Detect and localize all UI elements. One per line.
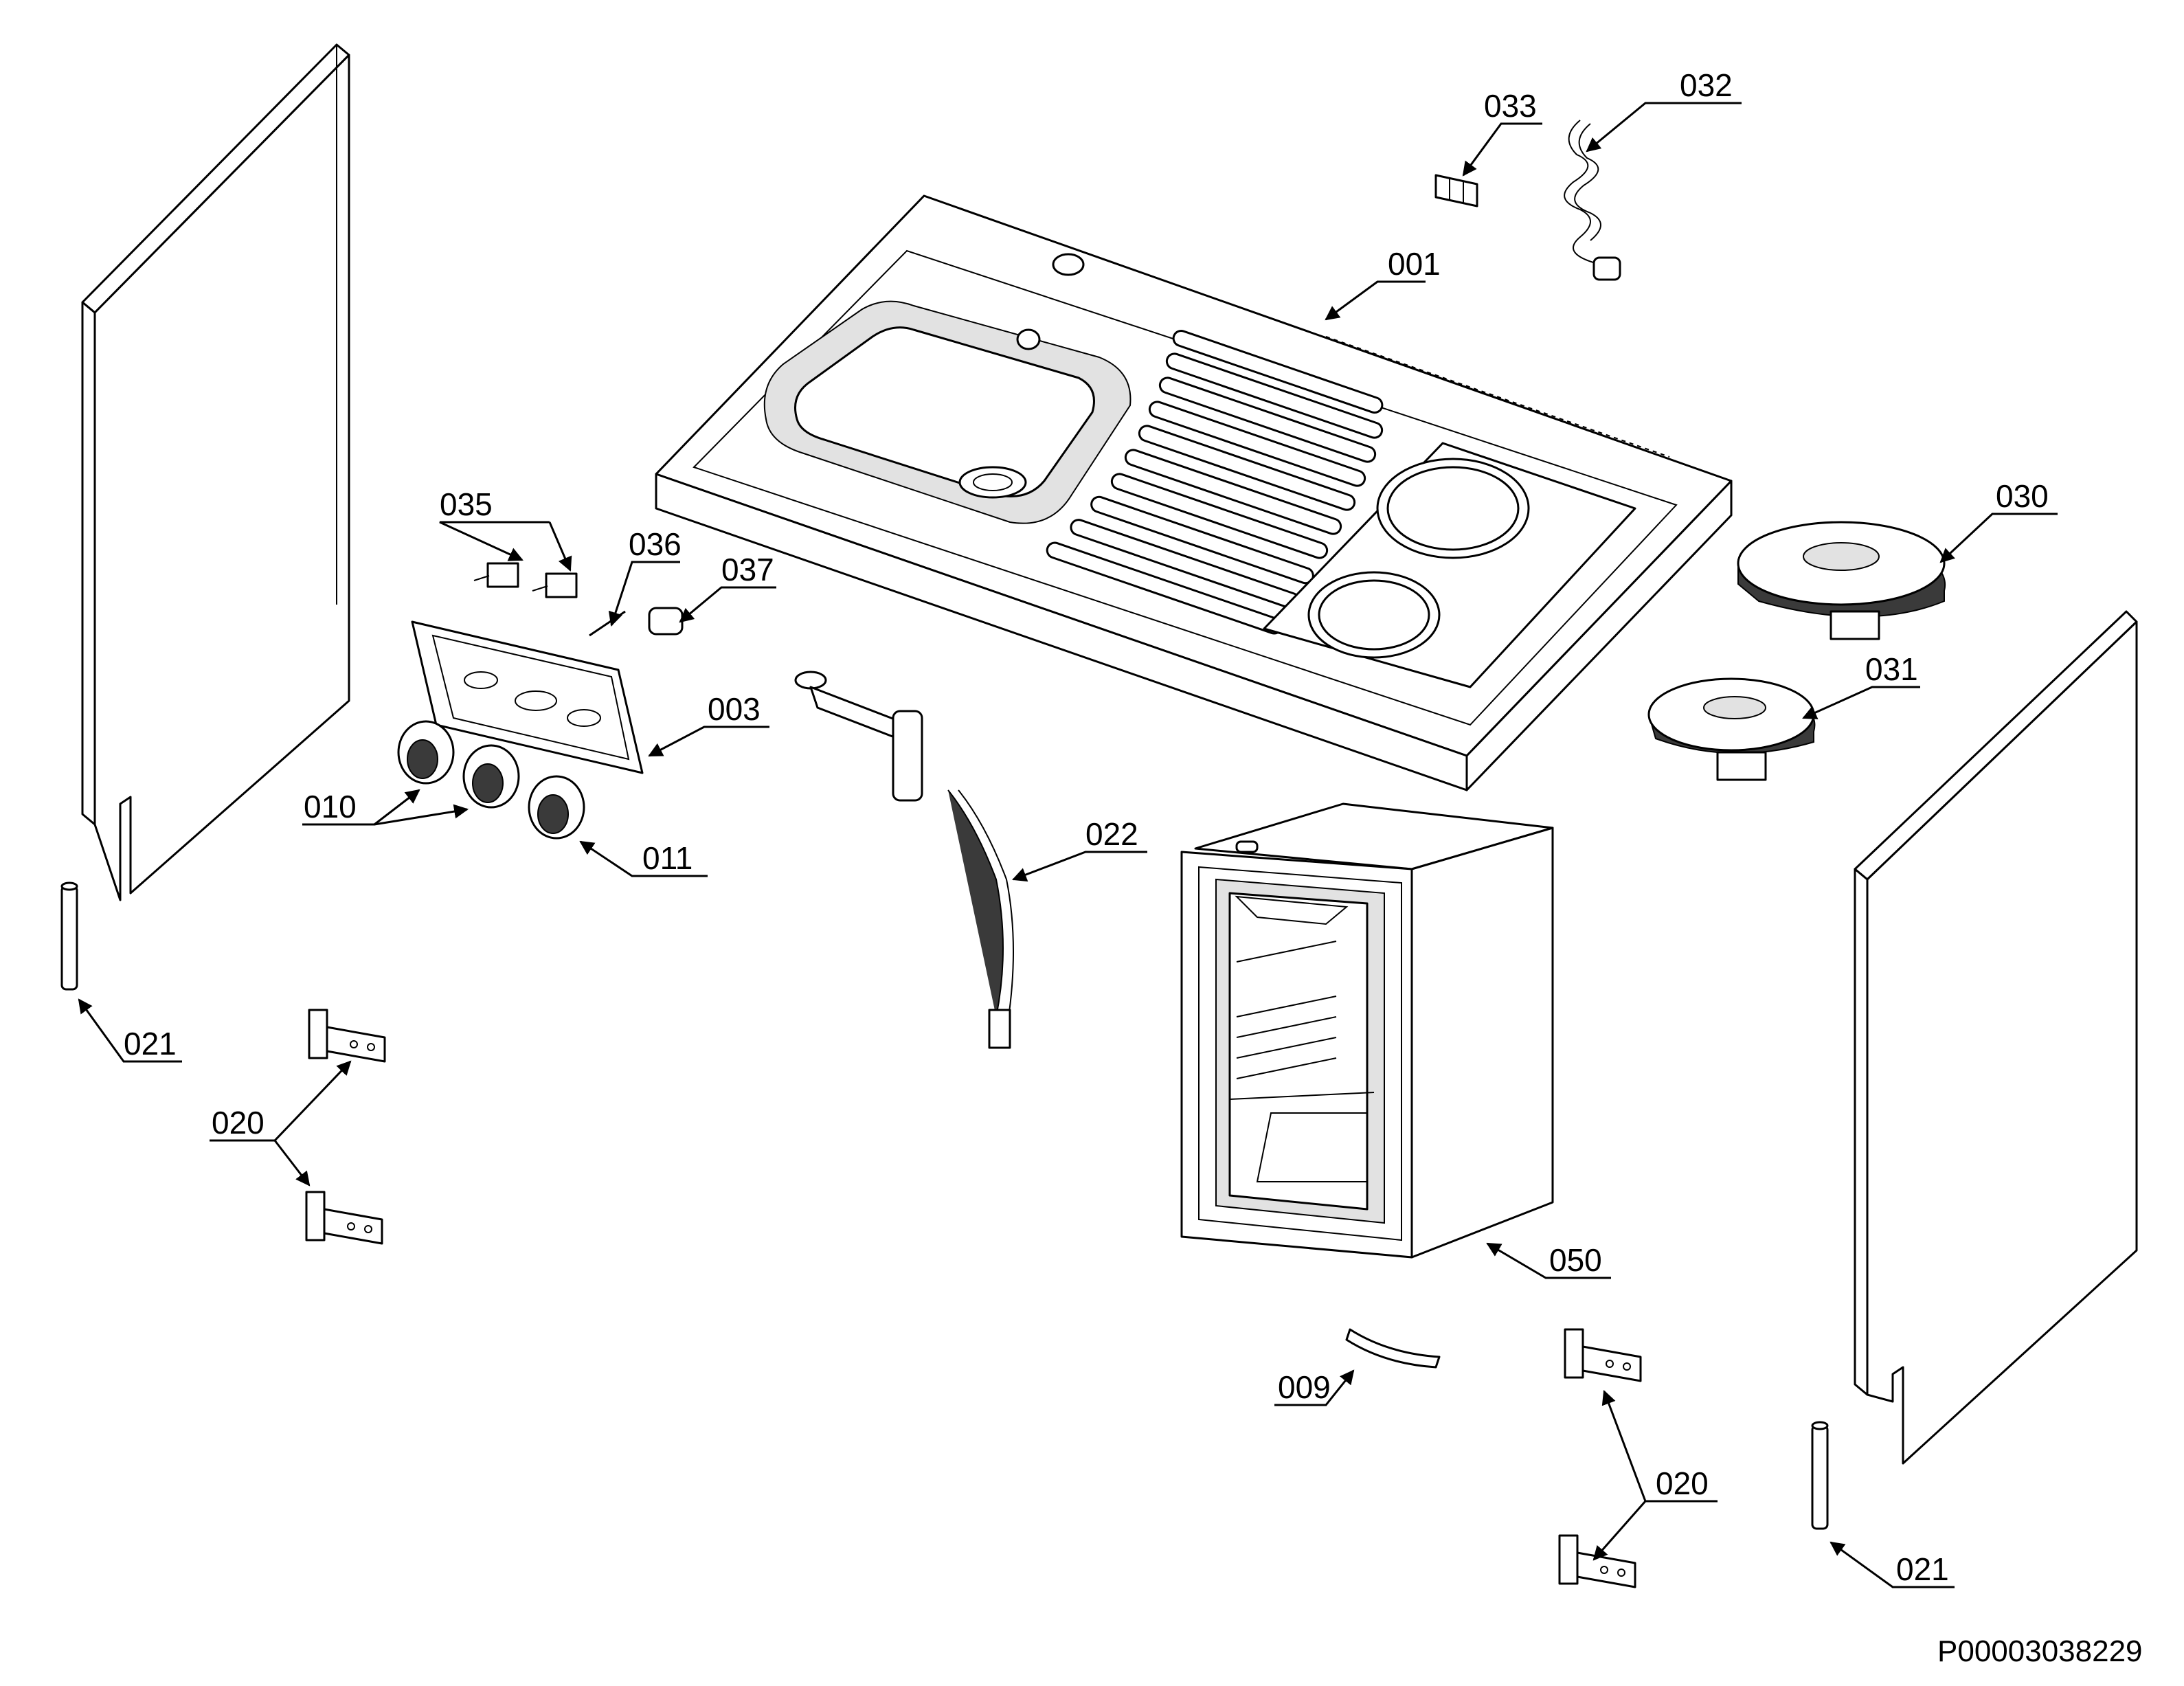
switch-b <box>532 572 578 598</box>
callout-labels: 001 032 033 030 031 035 036 037 003 010 … <box>124 67 2049 1587</box>
leg-right <box>1811 1421 1829 1530</box>
drain-hose <box>794 671 1014 1049</box>
side-panel-left <box>81 43 350 901</box>
callout-032: 032 <box>1680 67 1733 103</box>
knob-3 <box>528 775 585 840</box>
leader-lines <box>78 102 2058 1588</box>
callout-001: 001 <box>1388 246 1441 282</box>
sink-hob-top <box>655 194 1733 791</box>
hinge-right-upper <box>1564 1328 1642 1382</box>
callout-021-left: 021 <box>124 1026 177 1061</box>
thermostat-probe <box>589 610 626 637</box>
callout-036: 036 <box>629 526 682 562</box>
refrigerator <box>1180 802 1554 1259</box>
callout-035: 035 <box>440 486 493 522</box>
drawing-code: P00003038229 <box>1937 1634 2143 1668</box>
callout-020-right: 020 <box>1656 1465 1709 1501</box>
callout-010: 010 <box>304 789 357 824</box>
terminal-block <box>1434 174 1478 207</box>
switch-a <box>473 562 519 588</box>
callout-037: 037 <box>721 552 774 587</box>
callout-009: 009 <box>1278 1369 1331 1405</box>
power-cable <box>1564 120 1621 281</box>
callout-011: 011 <box>642 840 693 876</box>
door-handle <box>1345 1328 1441 1369</box>
vent-grille <box>1325 336 1670 458</box>
callout-022: 022 <box>1085 816 1138 852</box>
hinge-left-lower <box>305 1191 383 1245</box>
callout-050: 050 <box>1549 1242 1602 1278</box>
draining-ribs <box>1046 329 1384 635</box>
callout-033: 033 <box>1484 88 1537 124</box>
hotplate-large <box>1737 521 1946 640</box>
knob-1 <box>397 720 455 785</box>
callout-003: 003 <box>708 691 761 727</box>
callout-021-right: 021 <box>1896 1551 1949 1587</box>
hotplate-small <box>1647 677 1816 781</box>
callout-020-left: 020 <box>212 1105 264 1140</box>
control-panel <box>411 620 644 774</box>
pilot-lamp <box>648 607 684 636</box>
hinge-right-lower <box>1558 1534 1636 1588</box>
side-panel-right <box>1854 610 2138 1465</box>
hinge-left-upper <box>308 1009 386 1063</box>
knob-2 <box>462 744 520 809</box>
leg-left <box>60 881 78 991</box>
callout-030: 030 <box>1996 478 2049 514</box>
callout-031: 031 <box>1865 651 1918 687</box>
